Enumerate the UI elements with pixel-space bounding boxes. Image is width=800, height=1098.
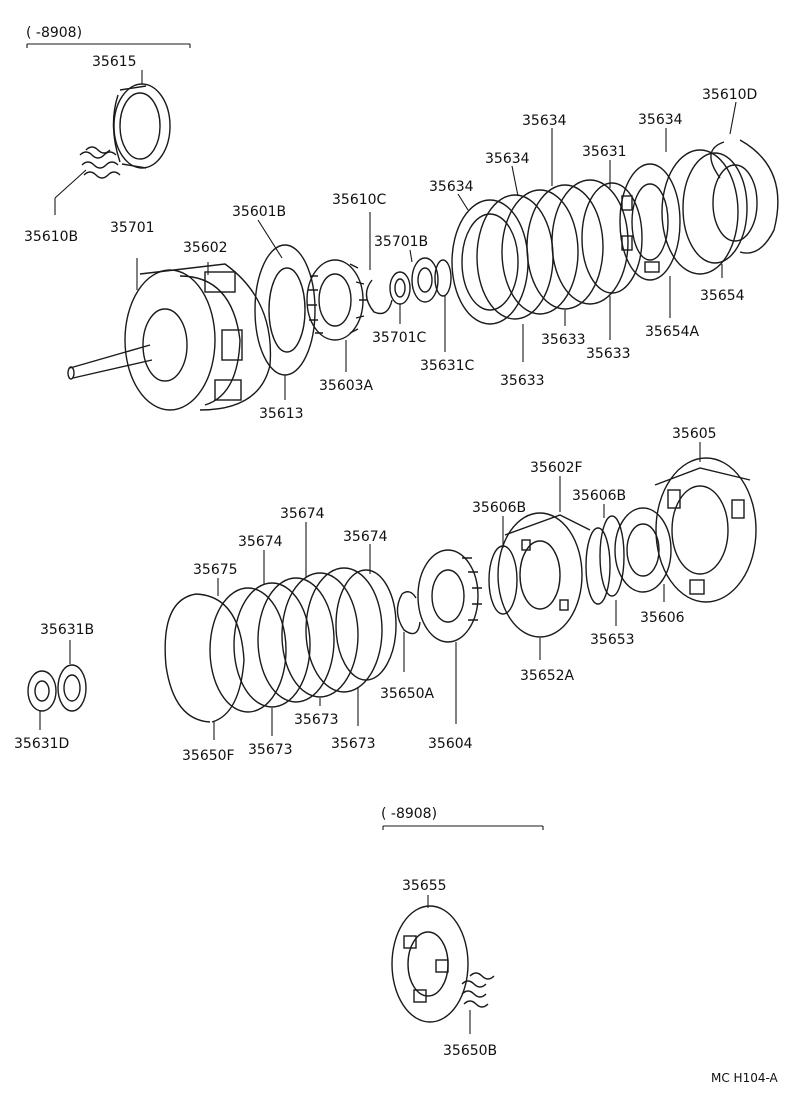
label-35650B: 35650B xyxy=(443,1043,497,1059)
label-35602F: 35602F xyxy=(530,460,583,476)
label-35631C: 35631C xyxy=(420,358,475,374)
label-35701C: 35701C xyxy=(372,330,427,346)
part-35606-piston xyxy=(614,507,672,593)
label-35650A: 35650A xyxy=(380,686,435,702)
label-35615: 35615 xyxy=(92,54,137,70)
part-35631C-ring xyxy=(434,259,452,297)
label-35631: 35631 xyxy=(582,144,627,160)
label-35655: 35655 xyxy=(402,878,447,894)
label-35701B: 35701B xyxy=(374,234,428,250)
label-35701: 35701 xyxy=(110,220,155,236)
label-35650F: 35650F xyxy=(182,748,235,764)
label-35633-c: 35633 xyxy=(586,346,631,362)
label-35633-b: 35633 xyxy=(541,332,586,348)
label-35602: 35602 xyxy=(183,240,228,256)
part-35701-drum xyxy=(67,263,272,411)
part-35606B-seal xyxy=(585,515,625,605)
part-35654A-hub xyxy=(619,163,681,281)
label-35631B: 35631B xyxy=(40,622,94,638)
part-35610C-snap-ring xyxy=(365,279,393,315)
part-35631D-washer xyxy=(27,670,57,712)
label-35673-c: 35673 xyxy=(331,736,376,752)
label-35654A: 35654A xyxy=(645,324,700,340)
label-35631D: 35631D xyxy=(14,736,69,752)
label-35610D: 35610D xyxy=(702,87,757,103)
label-35634-a: 35634 xyxy=(429,179,474,195)
label-35610C: 35610C xyxy=(332,192,387,208)
label-35634-b: 35634 xyxy=(485,151,530,167)
part-35654-plate xyxy=(661,149,758,275)
part-35650A-snap-ring xyxy=(396,591,421,635)
label-35606: 35606 xyxy=(640,610,685,626)
part-35610B-springs xyxy=(79,146,121,179)
label-35674-a: 35674 xyxy=(238,534,283,550)
date-range-top-label: ( -8908) xyxy=(26,25,82,41)
part-35601B-plate xyxy=(254,244,316,376)
label-35610B: 35610B xyxy=(24,229,78,245)
part-35634-35633-clutch-stack xyxy=(451,179,643,325)
part-35603A-spring-retainer xyxy=(306,259,367,341)
part-35701B-washer xyxy=(411,257,439,303)
date-range-bracket-top: ( -8908) xyxy=(26,25,191,48)
label-35605: 35605 xyxy=(672,426,717,442)
part-35655-retainer xyxy=(391,905,469,1023)
part-35615-drawing xyxy=(112,83,171,169)
label-35606B-b: 35606B xyxy=(572,488,626,504)
label-35634-c: 35634 xyxy=(522,113,567,129)
label-35634-d: 35634 xyxy=(638,112,683,128)
part-35674-35673-clutch-stack xyxy=(209,567,397,713)
label-35654: 35654 xyxy=(700,288,745,304)
diagram-code: MC H104-A xyxy=(711,1071,779,1085)
part-35701C-bearing xyxy=(389,271,411,305)
label-35633-a: 35633 xyxy=(500,373,545,389)
label-35675: 35675 xyxy=(193,562,238,578)
label-35601B: 35601B xyxy=(232,204,286,220)
part-35631B-bearing xyxy=(57,664,87,712)
label-35673-a: 35673 xyxy=(248,742,293,758)
label-35603A: 35603A xyxy=(319,378,374,394)
label-35604: 35604 xyxy=(428,736,473,752)
label-35673-b: 35673 xyxy=(294,712,339,728)
label-35653: 35653 xyxy=(590,632,635,648)
date-range-bracket-bottom: ( -8908) xyxy=(381,806,544,830)
part-35604-hub xyxy=(417,549,482,643)
part-35602F-piston xyxy=(497,512,591,638)
part-35610D-snap-ring xyxy=(710,139,779,254)
label-35674-c: 35674 xyxy=(343,529,388,545)
part-35650B-springs xyxy=(461,972,495,1008)
label-35613: 35613 xyxy=(259,406,304,422)
label-35606B-a: 35606B xyxy=(472,500,526,516)
part-35650F-snap-ring xyxy=(164,593,245,723)
label-35674-b: 35674 xyxy=(280,506,325,522)
label-35652A: 35652A xyxy=(520,668,575,684)
date-range-bottom-label: ( -8908) xyxy=(381,806,437,822)
part-35605-drum xyxy=(654,457,757,603)
